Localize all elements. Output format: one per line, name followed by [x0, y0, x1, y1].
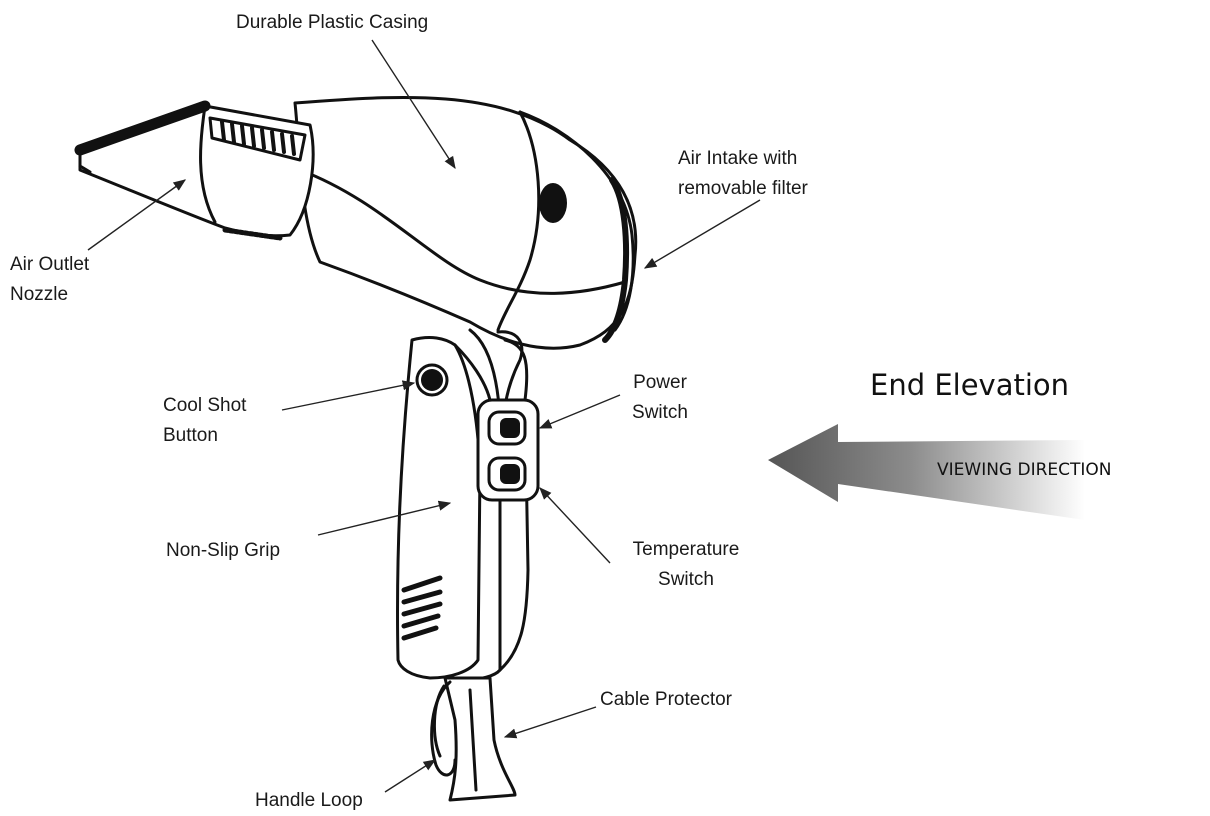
label-temperature-switch: Temperature Switch: [612, 535, 760, 595]
intake-knob: [539, 183, 567, 223]
nozzle: [80, 106, 313, 236]
label-temperature-switch-line2: Switch: [612, 565, 760, 595]
label-air-outlet-nozzle: Air Outlet Nozzle: [10, 250, 89, 310]
label-non-slip-grip: Non-Slip Grip: [166, 536, 280, 566]
leader-air-intake: [645, 200, 760, 268]
leader-cable-protector: [505, 707, 596, 737]
label-temperature-switch-line1: Temperature: [612, 535, 760, 565]
label-cool-shot-line1: Cool Shot: [163, 391, 246, 421]
dryer-body: [295, 97, 636, 348]
leader-cool-shot: [282, 383, 414, 410]
label-power-switch-line2: Switch: [620, 398, 700, 428]
label-power-switch: Power Switch: [620, 368, 700, 428]
label-air-intake-line2: removable filter: [678, 174, 808, 204]
cool-shot-button: [421, 369, 443, 391]
label-cool-shot-button: Cool Shot Button: [163, 391, 246, 451]
end-elevation-title: End Elevation: [870, 368, 1069, 402]
label-air-outlet-line2: Nozzle: [10, 280, 89, 310]
label-air-outlet-line1: Air Outlet: [10, 250, 89, 280]
label-durable-plastic-casing: Durable Plastic Casing: [236, 8, 428, 38]
label-power-switch-line1: Power: [620, 368, 700, 398]
leader-temperature-switch: [540, 488, 610, 563]
label-handle-loop: Handle Loop: [255, 786, 363, 816]
label-air-intake: Air Intake with removable filter: [678, 144, 808, 204]
viewing-direction-label: VIEWING DIRECTION: [937, 460, 1112, 480]
label-air-intake-line1: Air Intake with: [678, 144, 808, 174]
leader-power-switch: [540, 395, 620, 428]
leader-handle-loop: [385, 760, 435, 792]
label-cool-shot-line2: Button: [163, 421, 246, 451]
cable-protector: [445, 678, 515, 800]
label-cable-protector: Cable Protector: [600, 685, 732, 715]
